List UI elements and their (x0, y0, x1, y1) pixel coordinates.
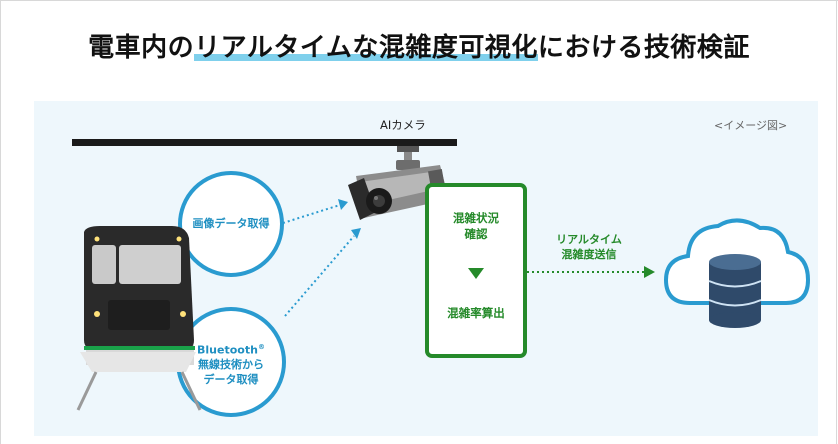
arrowhead-image (338, 199, 348, 210)
bubble-bt-line2: 無線技術から (198, 358, 264, 372)
bubble-bt-line1: Bluetooth® (179, 340, 283, 358)
database-icon (708, 254, 762, 328)
frame-border-left (0, 0, 1, 444)
bt-brand: Bluetooth (197, 343, 258, 357)
bubble-bt-line3: データ取得 (203, 372, 259, 386)
image-note: <イメージ図> (714, 119, 788, 132)
arrow-bt-to-camera (284, 235, 355, 317)
page-title: 電車内のリアルタイムな混雑度可視化における技術検証 (0, 31, 838, 65)
train-icon (76, 226, 202, 411)
process-step2: 混雑率算出 (447, 306, 505, 320)
frame-border-top (0, 0, 838, 1)
bubble-image-data (178, 171, 284, 277)
title-suffix: における技術検証 (537, 33, 750, 63)
bubble-bt-label: Bluetooth® 無線技術から データ取得 (179, 340, 283, 387)
ceiling-bar (72, 139, 457, 146)
title-prefix: 電車内の (88, 33, 195, 63)
bubble-image-label: 画像データ取得 (192, 217, 270, 230)
arrowhead-send (644, 266, 655, 278)
process-step1: 混雑状況 確認 (426, 210, 526, 242)
arrow-down-icon (468, 268, 484, 279)
frame-border-right (836, 0, 837, 444)
arrowhead-bt (351, 228, 361, 239)
send-label: リアルタイム 混雑度送信 (534, 232, 644, 262)
bt-reg-mark: ® (257, 343, 265, 351)
title-highlight: リアルタイムな混雑度可視化 (194, 33, 538, 63)
camera-label: AIカメラ (380, 118, 426, 132)
arrow-image-to-camera (282, 204, 341, 224)
process-step1-line1: 混雑状況 (453, 211, 499, 225)
send-label-line1: リアルタイム (556, 233, 622, 246)
send-label-line2: 混雑度送信 (561, 248, 617, 261)
data-flow-arrows (282, 204, 355, 317)
process-step1-line2: 確認 (464, 227, 488, 241)
